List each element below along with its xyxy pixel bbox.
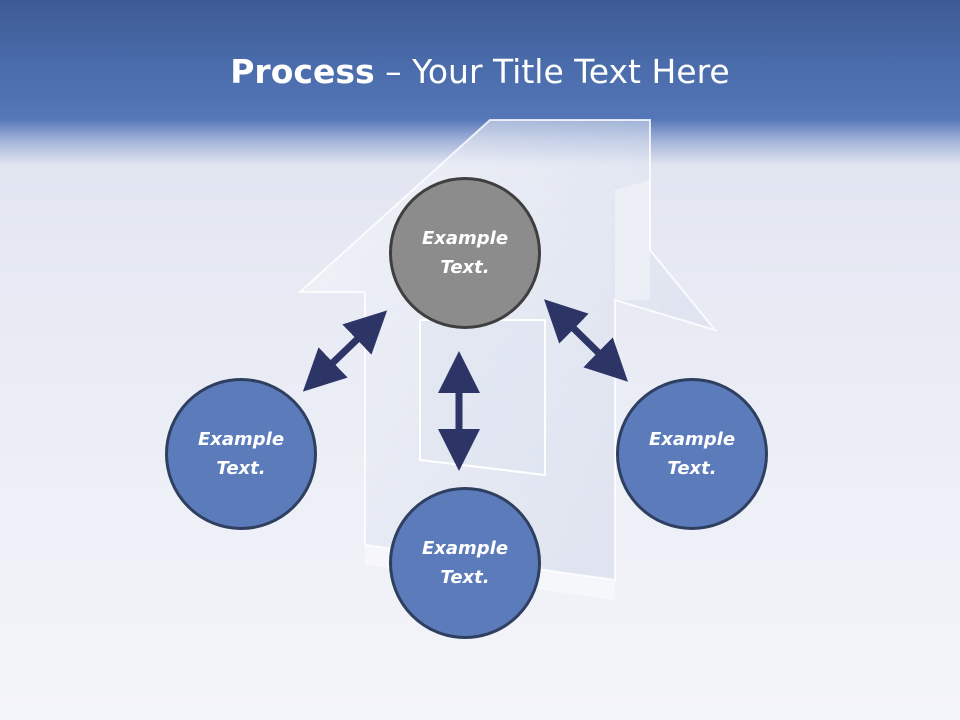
node-right-line1: Example <box>648 429 736 450</box>
title-rest: – Your Title Text Here <box>374 52 730 91</box>
node-top-line2: Text. <box>440 257 490 278</box>
node-right-line2: Text. <box>667 458 717 479</box>
arrow-top-left <box>302 310 388 392</box>
title-bold: Process <box>230 52 375 91</box>
slide-title: Process – Your Title Text Here <box>0 52 960 91</box>
node-top-line1: Example <box>421 228 509 249</box>
node-bottom-line1: Example <box>421 538 509 559</box>
arrow-top-right <box>544 299 628 382</box>
node-bottom-line2: Text. <box>440 567 490 588</box>
node-left-line1: Example <box>197 429 285 450</box>
node-left-line2: Text. <box>216 458 266 479</box>
